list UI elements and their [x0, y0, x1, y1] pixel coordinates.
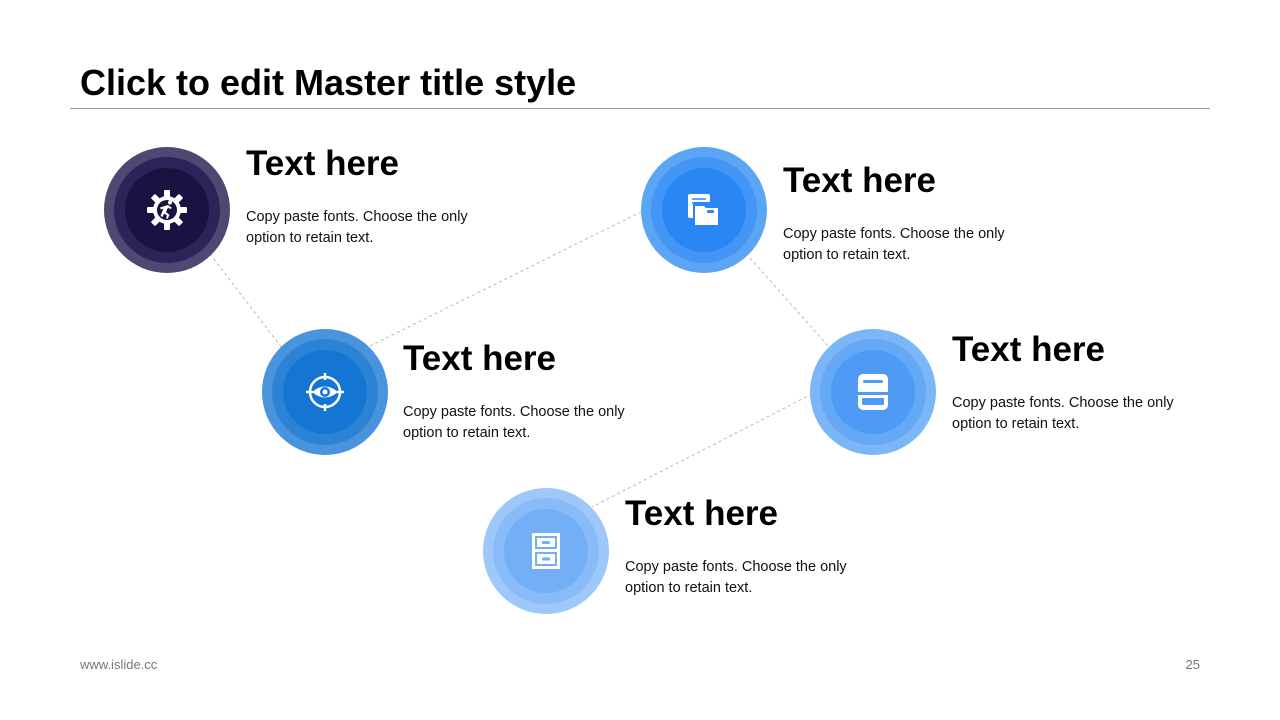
connector-2-3: [369, 211, 642, 347]
step-5-heading[interactable]: Text here: [625, 494, 779, 533]
step-3-description-line-2: option to retain text.: [783, 247, 911, 263]
step-2-heading[interactable]: Text here: [403, 339, 557, 378]
step-4-description-line-1: Copy paste fonts. Choose the only: [952, 395, 1174, 411]
gear-runner-icon: [147, 190, 187, 230]
step-4-circle[interactable]: [810, 329, 936, 455]
footer-url[interactable]: www.islide.cc: [80, 657, 158, 672]
archive-box-icon: [858, 374, 888, 410]
step-5-description[interactable]: Copy paste fonts. Choose the only option…: [625, 557, 865, 599]
step-3-core: [662, 168, 746, 252]
step-1-circle[interactable]: [104, 147, 230, 273]
step-2-core: [283, 350, 367, 434]
step-3-description-line-1: Copy paste fonts. Choose the only: [783, 226, 1005, 242]
step-1-heading[interactable]: Text here: [246, 144, 400, 183]
step-4-core: [831, 350, 915, 434]
step-4-description-line-2: option to retain text.: [952, 416, 1080, 432]
target-eye-icon: [306, 373, 344, 411]
step-1-core: [125, 168, 209, 252]
step-5-core: [504, 509, 588, 593]
step-5-description-line-1: Copy paste fonts. Choose the only: [625, 559, 847, 575]
step-4-heading[interactable]: Text here: [952, 330, 1106, 369]
file-cabinet-icon: [532, 533, 560, 569]
step-3-description[interactable]: Copy paste fonts. Choose the only option…: [783, 224, 1023, 266]
connector-1-2: [209, 253, 283, 349]
step-3-heading[interactable]: Text here: [783, 161, 937, 200]
connector-4-5: [591, 393, 813, 508]
step-2-circle[interactable]: [262, 329, 388, 455]
step-2-description-line-2: option to retain text.: [403, 425, 531, 441]
step-3-circle[interactable]: [641, 147, 767, 273]
step-2-description[interactable]: Copy paste fonts. Choose the only option…: [403, 402, 643, 444]
title-divider: [70, 108, 1210, 109]
step-1-description-line-2: option to retain text.: [246, 230, 374, 246]
documents-icon: [688, 194, 720, 227]
step-5-circle[interactable]: [483, 488, 609, 614]
step-5-description-line-2: option to retain text.: [625, 580, 753, 596]
step-2-description-line-1: Copy paste fonts. Choose the only: [403, 404, 625, 420]
connector-3-4: [749, 257, 829, 347]
page-number: 25: [1185, 657, 1200, 672]
step-1-description[interactable]: Copy paste fonts. Choose the only option…: [246, 207, 486, 249]
step-1-description-line-1: Copy paste fonts. Choose the only: [246, 209, 468, 225]
step-4-description[interactable]: Copy paste fonts. Choose the only option…: [952, 393, 1192, 435]
slide-title[interactable]: Click to edit Master title style: [80, 62, 577, 103]
